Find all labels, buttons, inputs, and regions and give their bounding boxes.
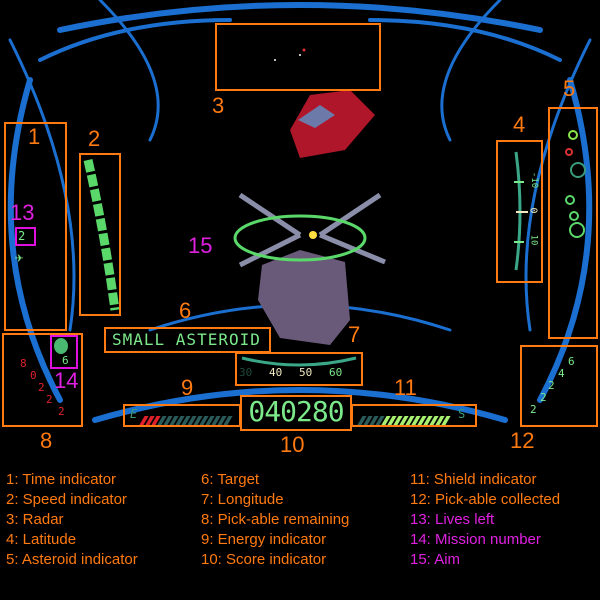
latitude-indicator: -10 0 10 (498, 142, 540, 280)
shield-indicator: S (356, 407, 474, 425)
mission-number: 6 (62, 354, 69, 367)
callout-number: 10 (280, 432, 305, 457)
energy-indicator: E (128, 407, 238, 425)
legend-item: 12: Pick-able collected (410, 491, 561, 508)
callout-box-score (240, 395, 352, 431)
planet-icon (54, 338, 68, 354)
callout-number: 9 (181, 375, 194, 400)
callout-number: 1 (28, 124, 41, 149)
legend-item: 1: Time indicator (6, 471, 117, 488)
callout-number: 3 (212, 93, 225, 118)
callout-box-time (4, 122, 67, 331)
pickable-count: 2 (58, 405, 65, 418)
longitude-tick: 60 (329, 366, 343, 379)
legend-item: 7: Longitude (201, 491, 284, 508)
legend-item: 14: Mission number (410, 531, 541, 548)
pickable-count: 6 (568, 355, 575, 368)
callout-number: 6 (179, 298, 192, 323)
callout-number: 4 (513, 112, 526, 137)
legend-item: 8: Pick-able remaining (201, 511, 350, 528)
legend-item: 4: Latitude (6, 531, 77, 548)
callout-box-radar (215, 23, 381, 91)
callout-box-latitude (496, 140, 543, 283)
legend-item: 5: Asteroid indicator (6, 551, 138, 568)
longitude-tick: 50 (299, 366, 313, 379)
ship-icon: ✈ (15, 250, 24, 266)
callout-number: 2 (88, 126, 101, 151)
callout-number: 7 (348, 322, 361, 347)
legend-item: 13: Lives left (410, 511, 495, 528)
legend-item: 6: Target (201, 471, 260, 488)
callout-number: 15 (188, 233, 213, 258)
pickable-count: 2 (548, 379, 555, 392)
pickable-count: 8 (20, 357, 27, 370)
asteroid (258, 250, 350, 345)
lives-left: 2 (18, 229, 26, 243)
callout-box-mission (50, 335, 78, 369)
pickables-collected: 6 4 2 2 2 (524, 356, 594, 416)
aim-reticle (238, 192, 386, 268)
callout-number: 5 (563, 76, 576, 101)
target-name: SMALL ASTEROID (112, 330, 261, 349)
asteroid-indicator (565, 130, 586, 238)
callout-number: 11 (394, 375, 417, 400)
pickable-count: 2 (530, 403, 537, 416)
callout-box-pickables-remaining (2, 333, 83, 427)
pickable-count: 2 (46, 393, 53, 406)
callout-box-asteroid (548, 107, 598, 339)
legend-item: 3: Radar (6, 511, 64, 528)
longitude-tick: 40 (269, 366, 283, 379)
callout-box-target (104, 327, 271, 353)
pickable-count: 0 (30, 369, 37, 382)
legend-item: 11: Shield indicator (410, 471, 537, 488)
callout-number: 14 (54, 368, 79, 393)
legend-item: 9: Energy indicator (201, 531, 327, 548)
legend-item: 2: Speed indicator (6, 491, 127, 508)
callout-box-pickables-collected (520, 345, 598, 427)
game-scene (233, 48, 386, 345)
enemy-ship (290, 90, 375, 158)
callout-box-longitude (235, 352, 363, 386)
speed-indicator (83, 159, 120, 311)
callout-box-energy (123, 404, 241, 427)
longitude-tick: 30 (239, 366, 253, 379)
pickable-count: 2 (540, 391, 547, 404)
longitude-indicator: 30 40 50 60 (237, 354, 361, 384)
score-display: 040280 (248, 395, 344, 428)
callout-box-lives (15, 227, 36, 246)
pickable-count: 2 (38, 381, 45, 394)
callout-number: 8 (40, 428, 53, 453)
shield-label: S (458, 407, 466, 421)
callout-box-shield (351, 404, 477, 427)
legend-item: 10: Score indicator (201, 551, 327, 568)
pickable-count: 4 (558, 367, 565, 380)
callout-box-speed (79, 153, 121, 316)
callout-number: 13 (10, 200, 35, 225)
legend-item: 15: Aim (410, 551, 461, 568)
pickables-remaining: 8 0 2 2 2 (8, 358, 65, 418)
energy-label: E (130, 407, 138, 421)
callout-number: 12 (510, 428, 535, 453)
